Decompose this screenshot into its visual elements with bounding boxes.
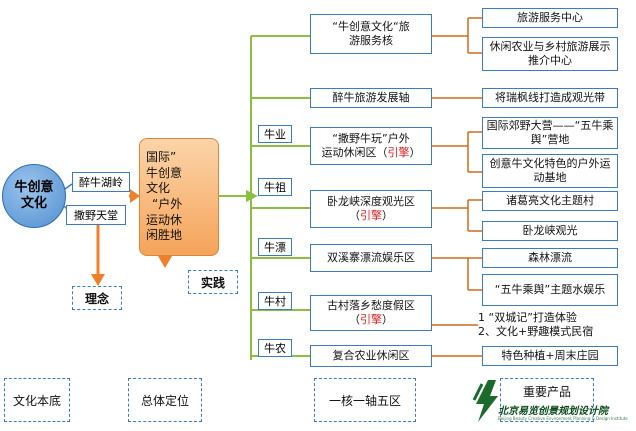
detail-box: 卧龙峡观光 — [482, 221, 618, 241]
zone-line-close: ） — [382, 209, 393, 222]
detail-box: 创意牛文化特色的户外运动基地 — [482, 154, 618, 188]
detail-box: 森林漂流 — [482, 248, 618, 268]
detail-label: 1 “双城记”打造体验 — [478, 311, 577, 324]
zone-line-text: 运动休闲区（ — [321, 146, 388, 159]
watermark-name: 北京易览创景规划设计院 — [498, 406, 608, 417]
detail-label: 特色种植+周末庄园 — [501, 349, 599, 363]
detail-label: 创意牛文化特色的户外运动基地 — [489, 157, 611, 184]
core-circle: 牛创意 文化 — [2, 164, 66, 228]
positioning-line1: 国际” — [146, 150, 177, 165]
detail-label: “五牛乘舆”主题水娱乐 — [494, 283, 606, 297]
zone-line: （引擎） — [349, 313, 393, 327]
core-title-line1: 牛创意 — [14, 180, 54, 196]
niu-tag-ye: 牛业 — [258, 125, 292, 143]
niu-tag-label: 牛漂 — [264, 241, 286, 254]
concept-box: 理念 — [72, 286, 122, 310]
bottom-label-products: 重要产品 — [500, 378, 594, 422]
zone-service-core: “牛创意文化“旅 游服务核 — [310, 14, 432, 54]
engine-label: 引擎 — [360, 313, 382, 326]
culture-tag-zuiniu: 醉牛湖岭 — [72, 172, 130, 192]
watermark-english: Beijing Beauty Creative Environment Plan… — [498, 416, 628, 421]
zone-line: 游服务核 — [349, 34, 393, 47]
bottom-label-text: 一核一轴五区 — [328, 393, 401, 408]
engine-label: 引擎 — [387, 146, 410, 159]
bottom-label-text: 总体定位 — [140, 393, 189, 408]
niu-tag-piao: 牛漂 — [258, 238, 292, 256]
zone-line: （引擎） — [349, 209, 393, 223]
concept-label: 理念 — [84, 291, 109, 306]
zone-development-axis: 醉牛旅游发展轴 — [310, 88, 432, 108]
watermark-emblem-icon — [472, 380, 498, 422]
culture-tag-saye: 撒野天堂 — [66, 205, 126, 225]
detail-label: 卧龙峡观光 — [522, 224, 578, 238]
positioning-line6: 闲胜地 — [146, 228, 183, 243]
niu-tag-label: 牛农 — [264, 342, 286, 355]
niu-tag-label: 牛业 — [264, 128, 286, 141]
zone-line-close: ） — [382, 313, 393, 326]
niu-tag-nong: 牛农 — [258, 339, 292, 357]
bottom-label-culture-base: 文化本底 — [4, 378, 70, 422]
zone-line: 卧龙峡深度观光区 — [327, 195, 415, 209]
culture-tag-label: 醉牛湖岭 — [79, 176, 123, 189]
niu-tag-cun: 牛村 — [258, 292, 292, 310]
zone-line-text: （ — [349, 209, 360, 222]
bottom-label-structure: 一核一轴五区 — [314, 378, 416, 422]
zone-line: 复合农业休闲区 — [332, 349, 410, 363]
bottom-label-text: 文化本底 — [12, 393, 61, 408]
bottom-label-positioning: 总体定位 — [128, 378, 202, 422]
positioning-line5: 运动休 — [146, 212, 183, 227]
watermark-logo: 北京易览创景规划设计院 Beijing Beauty Creative Envi… — [468, 378, 628, 428]
detail-label: 旅游服务中心 — [517, 11, 583, 25]
detail-box: 特色种植+周末庄园 — [482, 346, 618, 366]
positioning-line4: “户外 — [152, 197, 183, 211]
detail-box: 旅游服务中心 — [482, 8, 618, 28]
detail-label: 将瑞枫线打造成观光带 — [495, 91, 605, 105]
zone-line: 双溪寨漂流娱乐区 — [327, 251, 415, 265]
detail-label: 2、文化+野趣模式民宿 — [478, 325, 594, 339]
detail-label: 森林漂流 — [528, 251, 572, 265]
zone-outdoor-sports: “撒野牛玩”户外 运动休闲区（引擎） — [310, 127, 432, 165]
core-title-line2: 文化 — [20, 196, 47, 211]
detail-box: 国际郊野大营——“五牛乘舆”营地 — [482, 117, 618, 149]
zone-line-text: （ — [349, 313, 360, 326]
practice-label: 实践 — [200, 275, 225, 290]
niu-tag-zu: 牛祖 — [258, 178, 292, 196]
zone-agriculture: 复合农业休闲区 — [310, 345, 432, 367]
zone-line: 古村落乡愁度假区 — [327, 299, 415, 313]
detail-box: “五牛乘舆”主题水娱乐 — [482, 274, 618, 306]
positioning-line3: 文化 — [146, 181, 171, 196]
zone-rafting: 双溪寨漂流娱乐区 — [310, 244, 432, 272]
zone-line: 醉牛旅游发展轴 — [332, 91, 410, 105]
detail-label: 国际郊野大营——“五牛乘舆”营地 — [486, 119, 614, 146]
zone-line-close: ） — [409, 146, 421, 159]
detail-box: 将瑞枫线打造成观光带 — [482, 88, 618, 108]
positioning-box: 国际” 牛创意 文化 “户外 运动休 闲胜地 — [139, 138, 219, 256]
zone-line: “牛创意文化“旅 — [332, 20, 410, 34]
bottom-label-text: 重要产品 — [522, 385, 571, 399]
practice-box: 实践 — [188, 270, 238, 294]
zone-line: 运动休闲区（引擎） — [322, 146, 421, 160]
engine-label: 引擎 — [360, 209, 382, 222]
zone-ancient-village: 古村落乡愁度假区 （引擎） — [310, 295, 432, 331]
zone-line: “撒野牛玩”户外 — [332, 132, 410, 146]
niu-tag-label: 牛祖 — [264, 181, 286, 194]
positioning-line2: 牛创意 — [146, 165, 183, 180]
detail-label: 休闲农业与乡村旅游展示推介中心 — [489, 40, 611, 67]
detail-box: 诸葛亮文化主题村 — [482, 191, 618, 211]
detail-list-village: 1 “双城记”打造体验 2、文化+野趣模式民宿 — [478, 311, 624, 341]
niu-tag-label: 牛村 — [264, 295, 286, 308]
detail-label: 诸葛亮文化主题村 — [506, 194, 594, 208]
culture-tag-label: 撒野天堂 — [74, 209, 118, 222]
detail-box: 休闲农业与乡村旅游展示推介中心 — [482, 37, 618, 71]
zone-wolong-gorge: 卧龙峡深度观光区 （引擎） — [310, 190, 432, 228]
